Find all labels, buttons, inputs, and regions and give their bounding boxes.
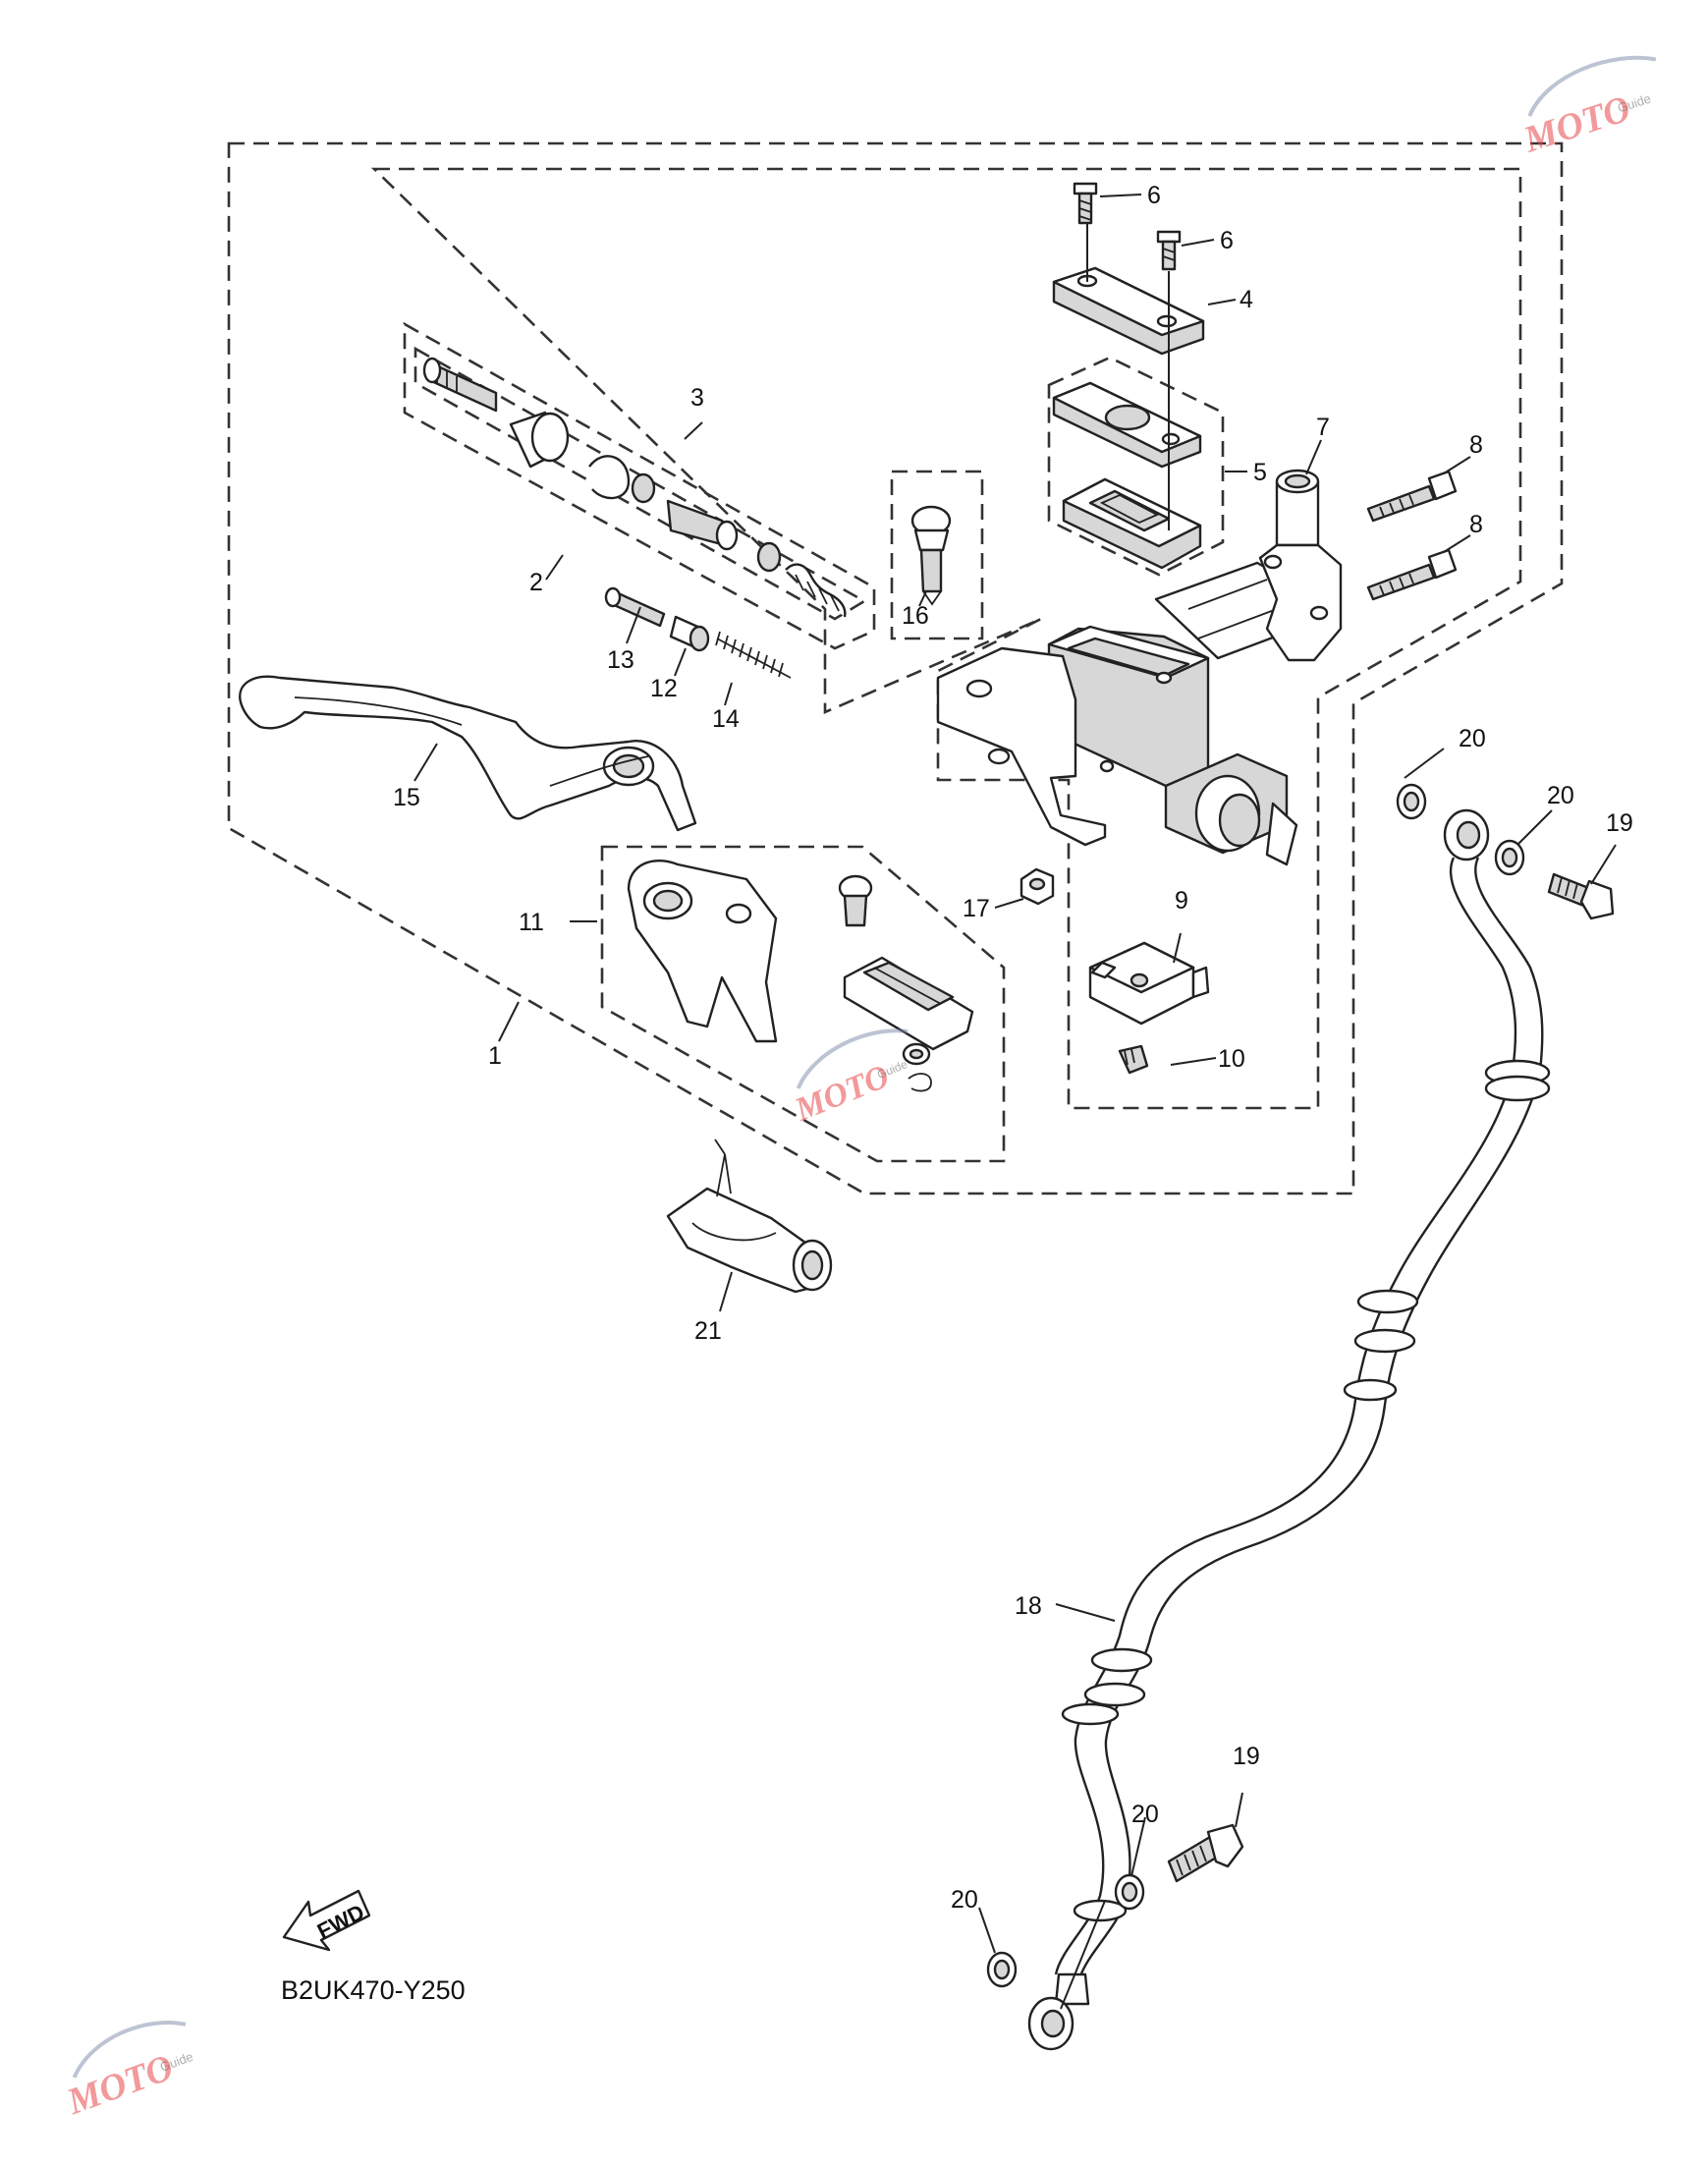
label-part-21: 21 — [694, 1317, 722, 1345]
lever-bracket-11 — [627, 860, 778, 1043]
label-part-15: 15 — [393, 784, 420, 811]
diagram-code: B2UK470-Y250 — [281, 1975, 466, 2005]
bracket-washer — [902, 1042, 931, 1066]
holder-bolt-8a — [1366, 470, 1458, 523]
watermark-logo-bottom-left: MOTO Guide — [61, 2021, 195, 2124]
bracket-pin — [838, 874, 873, 927]
label-part-20a: 20 — [1459, 725, 1486, 752]
label-part-6b: 6 — [1220, 227, 1234, 254]
bracket-clip — [908, 1073, 932, 1092]
watermark-logo-top-right: MOTO Guide — [1518, 55, 1657, 161]
copper-washer-20c — [1114, 1873, 1145, 1911]
holder-bolt-8b — [1366, 548, 1458, 601]
nut-17 — [1019, 867, 1055, 906]
brake-lever-15 — [239, 675, 697, 832]
label-part-16: 16 — [902, 602, 929, 630]
pin-16-outline — [890, 470, 984, 640]
spring-14 — [715, 631, 792, 679]
union-bolt-19b — [1167, 1823, 1244, 1883]
reservoir-cap-4 — [1052, 266, 1205, 356]
label-part-4: 4 — [1240, 286, 1253, 313]
svg-text:MOTO: MOTO — [1518, 87, 1636, 161]
label-part-12: 12 — [650, 675, 678, 702]
pivot-bolt-13 — [604, 586, 666, 628]
label-part-14: 14 — [712, 705, 740, 733]
piston-kit-2-outline — [403, 321, 876, 650]
watermark-logo-center: MOTO Guide — [790, 1028, 909, 1129]
cover-screw-6a — [1073, 182, 1098, 225]
diaphragm-5 — [1062, 477, 1202, 570]
label-part-17: 17 — [963, 895, 990, 922]
cover-screw-6b — [1156, 230, 1182, 271]
body-outline — [370, 167, 1522, 1110]
label-part-13: 13 — [607, 646, 634, 674]
label-part-20d: 20 — [951, 1886, 978, 1914]
group-outlines — [227, 141, 1564, 1195]
label-part-18: 18 — [1015, 1592, 1042, 1620]
brake-light-switch-9 — [1088, 941, 1210, 1026]
push-rod-12 — [669, 615, 710, 652]
holder-7 — [1258, 469, 1343, 662]
label-part-19b: 19 — [1233, 1743, 1260, 1770]
leader-lines — [413, 194, 1617, 2010]
copper-washer-20d — [986, 1951, 1018, 1988]
label-part-3: 3 — [690, 384, 704, 412]
copper-washer-20b — [1494, 839, 1525, 876]
label-part-5: 5 — [1253, 459, 1267, 486]
bracket-plate — [843, 956, 974, 1051]
union-bolt-19a — [1547, 872, 1615, 920]
label-part-11: 11 — [519, 909, 544, 936]
svg-text:MOTO: MOTO — [61, 2047, 179, 2124]
label-part-9: 9 — [1175, 887, 1188, 915]
diaphragm-plate-5 — [1052, 381, 1202, 469]
label-part-6a: 6 — [1147, 182, 1161, 209]
piston-assembly — [422, 357, 847, 618]
label-part-1: 1 — [488, 1042, 502, 1070]
lever-cover-21 — [666, 1139, 833, 1294]
label-part-10: 10 — [1218, 1045, 1245, 1073]
label-part-19a: 19 — [1606, 809, 1633, 837]
pin-16 — [910, 505, 952, 606]
label-part-8a: 8 — [1469, 431, 1483, 459]
brake-hose-18 — [1027, 808, 1551, 2051]
piston-kit-3-outline — [413, 346, 867, 621]
bracket-11-outline — [600, 845, 1006, 1163]
label-part-8b: 8 — [1469, 511, 1483, 538]
label-part-20c: 20 — [1131, 1801, 1159, 1828]
label-part-7: 7 — [1316, 414, 1330, 441]
part-labels: 1 2 3 4 5 6 6 7 8 8 9 10 11 12 13 14 15 … — [393, 182, 1633, 1914]
master-cylinder-body — [936, 561, 1298, 866]
forward-arrow-icon — [282, 1889, 371, 1952]
diaphragm-5-outline — [1047, 356, 1225, 577]
switch-screw-10 — [1118, 1044, 1149, 1075]
label-part-20b: 20 — [1547, 782, 1574, 809]
assembly-1-outline — [227, 141, 1564, 1195]
copper-washer-20a — [1396, 783, 1427, 820]
label-part-2: 2 — [529, 569, 543, 596]
